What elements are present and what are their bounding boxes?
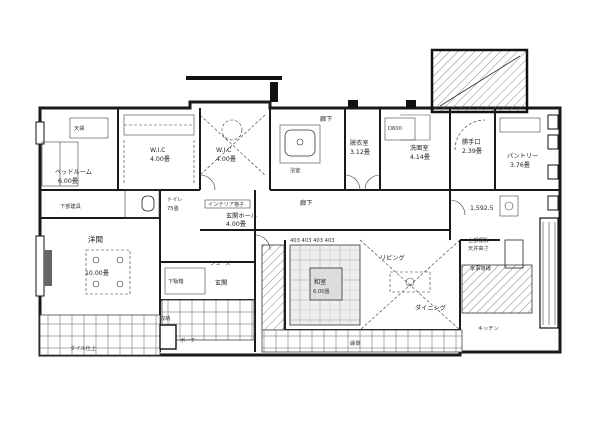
door-arcs — [199, 174, 466, 251]
wic-main-label: W.I.C — [150, 147, 166, 154]
shoebox-label: 下駄箱 — [168, 277, 184, 285]
western-area: 10.00畳 — [85, 270, 109, 277]
windows-east — [539, 114, 559, 329]
room-western: 洋間 10.00畳 — [85, 234, 131, 295]
dimension-label: 1,592.5 — [470, 205, 494, 212]
laundry-label: 脱衣室 — [350, 139, 369, 147]
storage-label: 収納 — [160, 314, 170, 322]
windows-west — [35, 121, 52, 297]
living-dining: リビング ダイニング — [359, 239, 461, 331]
toilet-label: トイレ — [167, 197, 183, 203]
dining-label: ダイニング — [415, 304, 446, 312]
toilet-area: 75畳 — [167, 205, 179, 212]
room-code: D600 — [388, 126, 402, 132]
porch-label: ポーチ — [180, 336, 196, 344]
ceiling-height-label: 天井高さ — [468, 244, 489, 252]
corridor-upper-label: 廊下 — [300, 199, 312, 207]
deck-lower-left: タイル仕上 — [39, 314, 161, 356]
room-zashiki: 和室 6.00畳 403 403 403 403 — [261, 238, 361, 331]
kitchen-label: キッチン — [478, 325, 499, 332]
stair-tower — [430, 48, 529, 114]
terrace-lower: 縁側 — [261, 329, 463, 353]
wic-small-area: 4.00畳 — [216, 156, 236, 163]
backdoor-label: 勝手口 — [462, 138, 481, 146]
room-bath: 浴室 — [279, 124, 321, 174]
outer-walls — [38, 100, 562, 357]
corridor-lower-label: 下部建具 — [60, 202, 81, 210]
storage-porch: 収納 ポーチ — [159, 314, 196, 350]
zashiki-area: 6.00畳 — [313, 288, 330, 295]
wic-main-area: 4.00畳 — [150, 156, 170, 163]
entrance-hall-label: 玄関ホール — [226, 212, 257, 220]
room-bedroom: ベッドルーム 6.00畳 — [41, 141, 92, 187]
entrance-hall-area: 4.00畳 — [226, 221, 246, 228]
zashiki-label: 和室 — [314, 278, 326, 286]
pantry-label: パントリー — [507, 153, 538, 160]
entrance-label: 玄関 — [215, 279, 227, 287]
upper-shelf-label: 上部棚板 — [468, 236, 490, 244]
housework-label: 家事導線 — [470, 264, 491, 272]
room-entrance-hall: 玄関ホール 4.00畳 インテリア格子 — [204, 199, 257, 228]
bedroom-area: 6.00畳 — [58, 178, 78, 185]
room-wic-small: W.I.C 4.00畳 — [199, 114, 266, 176]
room-toilet: トイレ 75畳 — [124, 189, 183, 219]
washroom-label: 洗面室 — [410, 144, 429, 152]
room-kitchen: 1,592.5 上部棚板 天井高さ 家事導線 キッチン — [461, 195, 533, 332]
bath-label: 浴室 — [290, 166, 300, 174]
room-wic-main: W.I.C 4.00畳 — [123, 114, 195, 185]
shoes-label: シューズ — [210, 259, 231, 267]
pantry-area: 3.76畳 — [510, 162, 530, 169]
bedroom-label: ベッドルーム — [55, 169, 92, 176]
room-pantry: パントリー 3.76畳 — [499, 117, 541, 169]
washroom-area: 4.14畳 — [410, 154, 430, 161]
wic-small-label: W.I.C — [216, 147, 232, 154]
roof-marks — [186, 76, 416, 108]
room-closet-tl: 天袋 — [69, 117, 109, 139]
room-laundry: 脱衣室 3.12畳 D600 洗面室 4.14畳 — [350, 114, 431, 161]
backdoor-area: 2.39畳 — [462, 148, 482, 155]
corridor-label: 廊下 — [320, 115, 332, 123]
living-label: リビング — [380, 254, 405, 262]
veranda-label: 縁側 — [350, 339, 360, 347]
closet-label: 天袋 — [74, 124, 84, 132]
western-label: 洋間 — [88, 234, 103, 244]
tatami-dims: 403 403 403 403 — [290, 238, 335, 244]
deck-label: タイル仕上 — [70, 344, 96, 352]
room-entrance: 下駄箱 玄関 シューズ — [161, 259, 255, 341]
interior-door-label: インテリア格子 — [208, 200, 244, 208]
laundry-area: 3.12畳 — [350, 149, 370, 156]
room-backdoor: 勝手口 2.39畳 — [454, 119, 486, 155]
